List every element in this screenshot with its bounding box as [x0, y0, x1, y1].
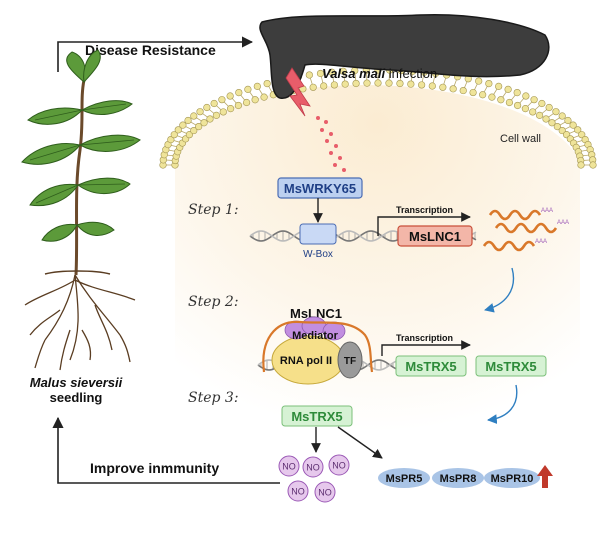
no-molecule [314, 481, 336, 503]
step2-to-step3-arrow [487, 384, 518, 424]
mspr10-label: MsPR10 [491, 473, 534, 485]
svg-text:AAA: AAA [541, 208, 553, 214]
mstrx5-product-label: MsTRX5 [485, 359, 536, 374]
infection-suffix: infection [385, 66, 437, 81]
infection-label: Valsa mali infection [322, 66, 437, 81]
transcription-arrow-2 [381, 340, 471, 356]
no-label: NO [291, 487, 305, 497]
step2-label: Step 2: [188, 294, 239, 310]
mstrx5-protein-box [281, 405, 353, 427]
mslnc1-gene-box [397, 225, 473, 247]
no-molecule [328, 454, 350, 476]
malus-seedling-illustration [21, 49, 141, 371]
rna-pol-ii-label: RNA pol II [280, 355, 332, 367]
no-label: NO [282, 462, 296, 472]
svg-text:AAA: AAA [557, 220, 569, 226]
signal-dots [316, 116, 346, 172]
step3-label: Step 3: [188, 390, 239, 406]
mslnc1-rna-strand [262, 320, 374, 373]
seedling-label: seedling [50, 390, 103, 405]
w-box-element [299, 223, 337, 245]
lightning-icon [285, 67, 311, 117]
svg-text:AAA: AAA [535, 239, 547, 245]
no-molecule [287, 480, 309, 502]
mspr8-label: MsPR8 [440, 473, 477, 485]
w-box-label: W-Box [303, 249, 333, 260]
mspr5-protein [378, 468, 430, 488]
disease-resistance-label: Disease Resistance [85, 42, 216, 58]
improve-immunity-label: Improve inmmunity [90, 460, 219, 476]
valsa-mali-pathogen [259, 13, 550, 99]
transcription-label-1: Transcription [396, 205, 453, 215]
no-label: NO [306, 463, 320, 473]
transcription-arrow-1 [377, 212, 471, 236]
disease-resistance-arrow [57, 36, 254, 72]
seedling-species-label: Malus sieversii [30, 375, 123, 390]
trx5-to-pr-arrow [337, 426, 383, 459]
mediator-label: Mediator [292, 330, 339, 342]
step1-label: Step 1: [188, 202, 239, 218]
cell-wall-label: Cell wall [500, 133, 541, 145]
mstrx5-protein-label: MsTRX5 [291, 409, 342, 424]
mstrx5-gene-label: MsTRX5 [405, 359, 456, 374]
no-label: NO [332, 461, 346, 471]
no-molecule [278, 455, 300, 477]
mstrx5-product-box [475, 355, 547, 377]
no-label: NO [318, 488, 332, 498]
polya-tails: AAA AAA AAA [535, 208, 569, 245]
improve-immunity-arrow [52, 416, 280, 484]
no-molecule [302, 456, 324, 478]
nitric-oxide-molecules: NO NO NO NO NO [278, 454, 350, 503]
upregulation-arrow-icon [537, 465, 553, 488]
mslnc1-rna-label: MsLNC1 [290, 306, 342, 321]
mswrky65-box [277, 177, 363, 199]
transcription-factor [337, 341, 363, 379]
mstrx5-gene-box [395, 355, 467, 377]
transcription-label-2: Transcription [396, 333, 453, 343]
step1-to-step2-arrow [484, 267, 515, 313]
mslnc1-gene-label: MsLNC1 [409, 229, 461, 244]
mspr10-protein [484, 468, 540, 488]
mspr8-protein [432, 468, 484, 488]
valsa-species: Valsa mali [322, 66, 386, 81]
mswrky65-label: MsWRKY65 [284, 181, 356, 196]
tf-label: TF [344, 356, 356, 367]
lncrna-transcripts [482, 209, 558, 252]
mspr5-label: MsPR5 [386, 473, 423, 485]
